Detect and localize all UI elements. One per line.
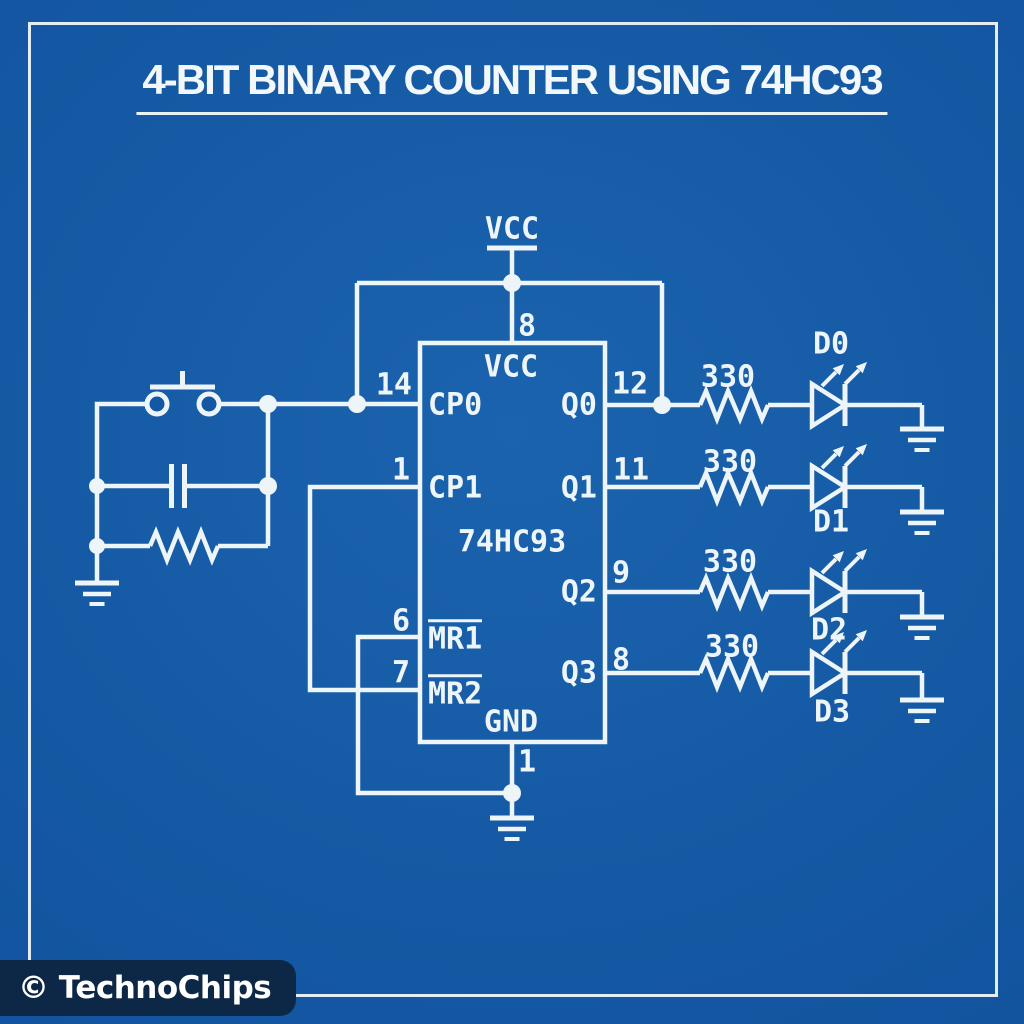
resistor-symbol — [700, 391, 768, 419]
resistor-value-r0: 330 — [700, 359, 756, 395]
pin-label-q2: Q2 — [560, 574, 597, 610]
output-row-q3 — [605, 628, 944, 721]
led-symbol — [812, 652, 845, 694]
pin-number-1: 1 — [391, 452, 410, 488]
pin-number-14: 14 — [375, 367, 412, 403]
pin-number-6: 6 — [391, 603, 410, 639]
pin-label-mr2: MR2 — [428, 674, 483, 712]
led-arrows-icon — [820, 360, 869, 388]
ground-symbol — [900, 700, 944, 721]
push-button — [144, 371, 222, 417]
led-symbol — [812, 466, 845, 508]
junction-dot — [503, 274, 521, 292]
pin-number-7: 7 — [391, 655, 410, 691]
junction-dot — [348, 395, 366, 413]
led-arrows-icon — [820, 547, 869, 575]
input-network — [75, 371, 420, 604]
capacitor — [97, 464, 268, 508]
junction-dot — [259, 477, 277, 495]
vcc-pin-number: 8 — [518, 308, 537, 344]
resistor-value-r3: 330 — [704, 629, 760, 665]
junction-dot — [89, 478, 105, 494]
pin-label-q0: Q0 — [560, 387, 597, 423]
led-label-d1: D1 — [812, 504, 850, 540]
junction-dot — [653, 396, 671, 414]
pin-label-cp0: CP0 — [428, 387, 483, 423]
reset-wiring — [307, 484, 534, 839]
junction-dot — [89, 538, 105, 554]
led-symbol — [812, 571, 845, 613]
pin-label-q3: Q3 — [560, 655, 597, 691]
pin-number-11: 11 — [613, 452, 650, 488]
blueprint-border-frame — [28, 22, 998, 997]
ic-bottom-pin-label: GND — [483, 704, 539, 740]
pin-label-mr1: MR1 — [428, 619, 483, 657]
led-label-d3: D3 — [813, 694, 851, 730]
pin-label-cp1: CP1 — [428, 470, 483, 506]
watermark-badge: © TechnoChips — [0, 960, 296, 1016]
output-row-q1 — [605, 442, 944, 533]
resistor-value-r2: 330 — [702, 544, 758, 580]
ic-part-number: 74HC93 — [457, 524, 567, 560]
led-symbol — [812, 384, 845, 426]
vcc-rail — [354, 245, 665, 405]
ic-top-pin-label: VCC — [483, 349, 539, 385]
output-row-q2 — [605, 547, 944, 638]
pin-label-q1: Q1 — [560, 470, 597, 506]
junction-dot — [259, 395, 277, 413]
output-row-q0 — [605, 360, 944, 450]
led-arrows-icon — [820, 442, 869, 470]
junction-dot — [503, 784, 521, 802]
vcc-label: VCC — [484, 211, 540, 247]
resistor-symbol — [700, 578, 768, 606]
gnd-pin-number: 1 — [518, 744, 537, 780]
page-title: 4-BIT BINARY COUNTER USING 74HC93 — [136, 56, 888, 115]
pin-number-12: 12 — [612, 366, 649, 402]
ground-symbol — [900, 429, 944, 450]
led-label-d2: D2 — [810, 612, 848, 648]
resistor-value-r1: 330 — [702, 444, 758, 480]
ground-symbol — [75, 583, 119, 604]
timing-resistor — [97, 532, 268, 560]
ground-symbol — [900, 617, 944, 638]
ground-symbol — [900, 512, 944, 533]
pin-number-8: 8 — [612, 642, 631, 678]
pin-number-9: 9 — [612, 555, 631, 591]
watermark-text: © TechnoChips — [18, 970, 272, 1006]
led-label-d0: D0 — [812, 326, 850, 362]
ground-symbol — [490, 818, 534, 839]
